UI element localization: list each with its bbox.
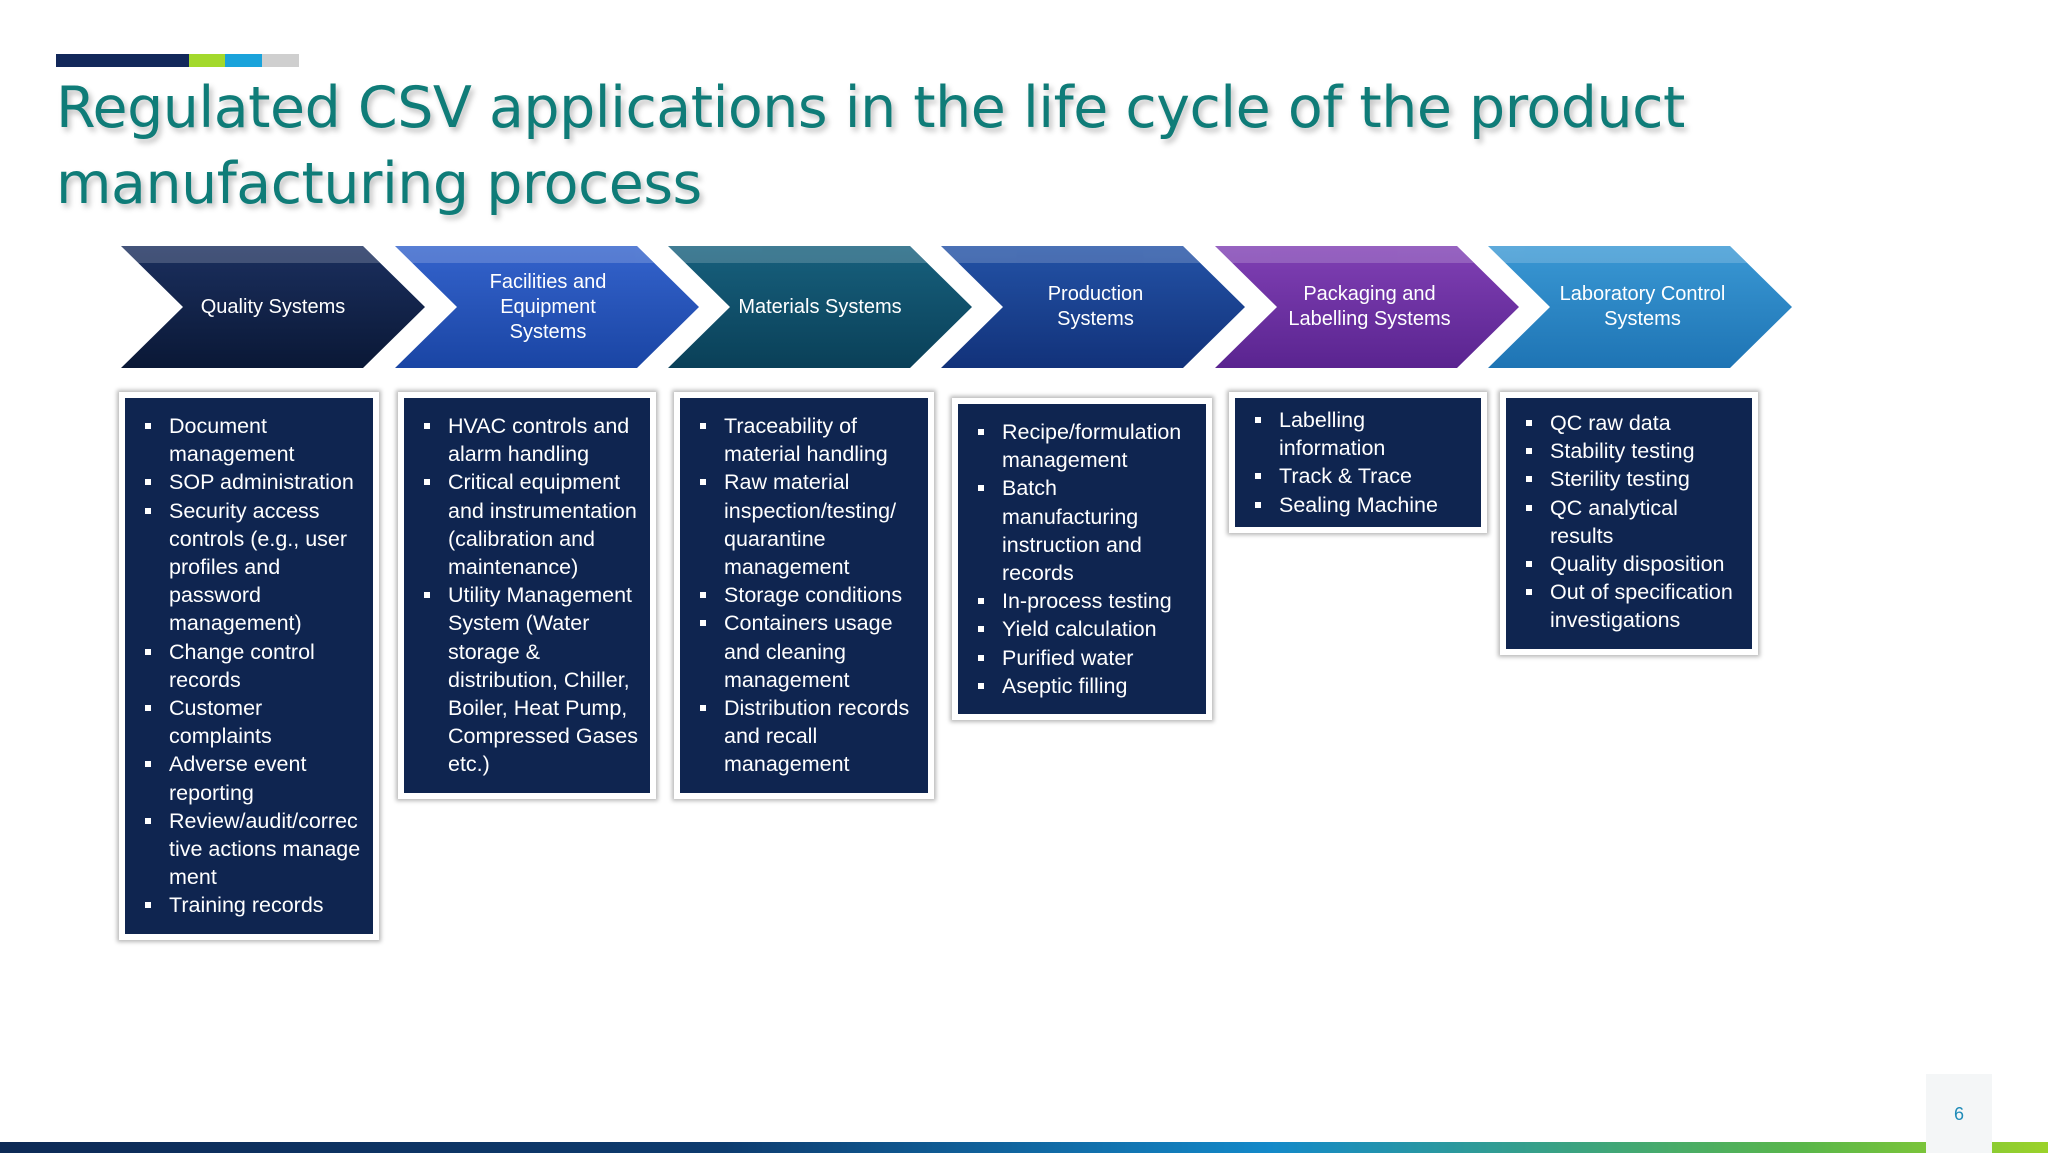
list-item: Recipe/formulation management [974, 418, 1194, 474]
chevron-laboratory-control [1488, 246, 1792, 368]
stage-box-laboratory: QC raw data Stability testing Sterility … [1500, 392, 1758, 655]
stage-label-quality: Quality Systems [200, 295, 346, 318]
list-item: Track & Trace [1251, 462, 1469, 490]
list-item: Quality disposition [1522, 550, 1740, 578]
chevron-quality-systems [121, 246, 425, 368]
list-item: Purified water [974, 644, 1194, 672]
list-item: Storage conditions [696, 581, 916, 609]
stage-box-packaging: Labelling information Track & Trace Seal… [1229, 392, 1487, 533]
page-number: 6 [1953, 1104, 1964, 1124]
list-item: SOP administration [141, 468, 361, 496]
list-item: Aseptic filling [974, 672, 1194, 700]
stage-label-laboratory: Laboratory Control Systems [1559, 283, 1726, 330]
list-item: Customer complaints [141, 694, 361, 750]
list-item: Training records [141, 891, 361, 919]
list-item: Security access controls (e.g., user pro… [141, 497, 361, 638]
list-item: Yield calculation [974, 615, 1194, 643]
list-item: In-process testing [974, 587, 1194, 615]
list-item: Labelling information [1251, 406, 1469, 462]
chevron-packaging-labelling [1215, 246, 1519, 368]
list-item: Traceability of material handling [696, 412, 916, 468]
list-item: Critical equipment and instrumentation (… [420, 468, 638, 581]
stage-box-materials: Traceability of material handling Raw ma… [674, 392, 934, 799]
list-item: Sealing Machine [1251, 491, 1469, 519]
accent-segment-blue [225, 54, 262, 67]
chevron-materials-systems [668, 246, 972, 368]
accent-bar [56, 54, 299, 67]
list-item: QC raw data [1522, 409, 1740, 437]
stage-label-packaging: Packaging and Labelling Systems [1288, 283, 1451, 330]
list-item: Containers usage and cleaning management [696, 609, 916, 694]
slide-title: Regulated CSV applications in the life c… [56, 75, 1685, 217]
accent-segment-navy [56, 54, 189, 67]
stage-box-facilities: HVAC controls and alarm handling Critica… [398, 392, 656, 799]
list-item: Adverse event reporting [141, 750, 361, 806]
list-item: Utility Management System (Water storage… [420, 581, 638, 778]
chevron-production-systems [941, 246, 1245, 368]
list-item: Stability testing [1522, 437, 1740, 465]
stage-label-materials: Materials Systems [738, 295, 902, 318]
footer-gradient-bar [0, 1142, 2048, 1153]
stage-label-production: Production Systems [1047, 283, 1144, 330]
stage-box-production: Recipe/formulation management Batch manu… [952, 398, 1212, 721]
list-item: Batch manufacturing instruction and reco… [974, 474, 1194, 587]
list-item: Distribution records and recall manageme… [696, 694, 916, 779]
list-item: Change control records [141, 638, 361, 694]
chevron-facilities-equipment [395, 246, 699, 368]
stage-label-facilities: Facilities and Equipment Systems [489, 270, 607, 343]
stage-box-quality: Document management SOP administration S… [119, 392, 379, 940]
list-item: Out of specification investigations [1522, 578, 1740, 634]
list-item: Sterility testing [1522, 465, 1740, 493]
accent-segment-green [189, 54, 225, 67]
list-item: Review/audit/corrective actions manageme… [141, 807, 361, 892]
list-item: QC analytical results [1522, 494, 1740, 550]
page-number-background [1926, 1074, 1992, 1153]
process-chevrons [121, 246, 1792, 368]
accent-segment-gray [262, 54, 299, 67]
list-item: Raw material inspection/testing/ quarant… [696, 468, 916, 581]
list-item: HVAC controls and alarm handling [420, 412, 638, 468]
list-item: Document management [141, 412, 361, 468]
